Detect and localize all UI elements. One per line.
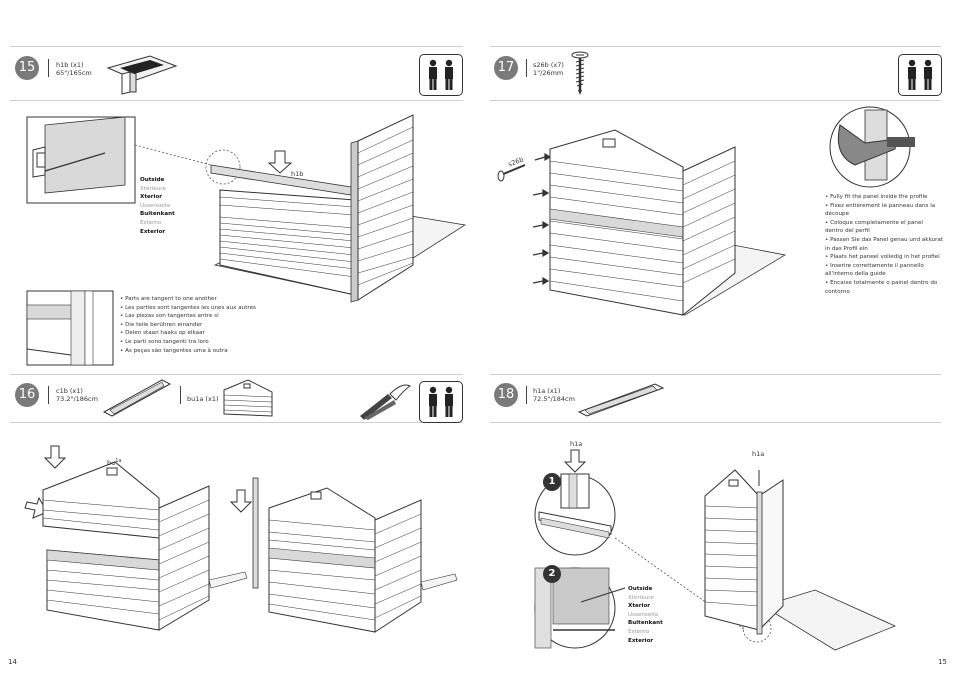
step-17-number: 17 <box>494 56 518 80</box>
step-16-number: 16 <box>15 383 39 407</box>
step-16-illustration <box>24 445 458 633</box>
lang-4: Buitenkant <box>628 620 663 627</box>
fit-note: Fully fit the panel inside the profile <box>825 193 943 202</box>
step-18-illustration <box>534 449 897 651</box>
step-15-divider <box>48 59 49 77</box>
callout-1: 1 <box>543 473 561 491</box>
fit-note: Inserire correttamente il pannello all'i… <box>825 262 943 279</box>
lang-1: Xtérieure <box>628 594 654 601</box>
step-16-divider <box>48 386 49 404</box>
callout-2: 2 <box>543 565 561 583</box>
bu1a-panel-icon <box>223 379 273 417</box>
bu-sup: 1a <box>115 458 122 464</box>
lang-1: Xtérieure <box>140 185 166 192</box>
step-15-part-size: 65"/165cm <box>56 69 92 77</box>
two-person-icon-16 <box>419 381 463 423</box>
step18-rule <box>490 422 941 423</box>
tangent-notes-list: Parts are tangent to one another Les par… <box>120 295 320 355</box>
step-18-h1a-label-a: h1a <box>570 440 583 448</box>
tangent-note: Las piezas son tangentes entre sí <box>120 312 320 321</box>
lang-3: Ussenseite <box>628 611 659 618</box>
mid-rule-right <box>490 374 941 375</box>
step-17-part-size: 1"/26mm <box>533 69 564 77</box>
fit-notes-list: Fully fit the panel inside the profile F… <box>825 193 943 296</box>
mid-rule-left <box>10 374 463 375</box>
step16-rule <box>10 422 463 423</box>
tangent-note: Les parties sont tangentes les unes aux … <box>120 304 320 313</box>
step-16-bu1a-label: bu1a <box>107 458 122 467</box>
lang-0: Outside <box>140 177 165 183</box>
step-18-divider <box>526 386 527 404</box>
tangent-note: Le parti sono tangenti tra loro <box>120 338 320 347</box>
bu-text: bu <box>107 459 116 468</box>
step-15-illustration <box>26 114 467 366</box>
lang-2: Xterior <box>628 603 651 610</box>
step17-rule <box>490 100 941 101</box>
two-person-icon-17 <box>898 54 942 96</box>
pliers-icon <box>360 384 411 420</box>
step-18-number: 18 <box>494 383 518 407</box>
fit-note: Fixez entièrement le panneau dans la déc… <box>825 202 943 219</box>
h1b-profile-icon <box>106 55 178 95</box>
step-17-divider <box>526 59 527 77</box>
step-15-h1b-label: h1b <box>291 170 304 178</box>
fit-note: Passen Sie das Panel genau und akkurat i… <box>825 236 943 253</box>
step-18-part-code: h1a (x1) <box>533 387 561 395</box>
tangent-note: Delen staan haaks op elkaar <box>120 329 320 338</box>
lang-0: Outside <box>628 586 653 592</box>
lang-4: Buitenkant <box>140 211 175 218</box>
lang-2: Xterior <box>140 194 163 201</box>
h1a-profile-icon <box>577 383 665 417</box>
top-rule-right <box>490 46 941 47</box>
top-rule-left <box>10 46 463 47</box>
page-number-left: 14 <box>8 658 17 666</box>
lang-6: Exterior <box>140 228 166 235</box>
step-17-part-code: s26b (x7) <box>533 61 564 69</box>
step-18-part-size: 72.5"/184cm <box>533 395 575 403</box>
step-18-outside-languages: Outside Xtérieure Xterior Ussenseite Bui… <box>628 585 663 645</box>
page-number-right: 15 <box>938 658 947 666</box>
tangent-note: Parts are tangent to one another <box>120 295 320 304</box>
fit-note: Plaats het paneel volledig in het profie… <box>825 253 943 262</box>
tangent-note: As peças são tangentes uma à outra <box>120 347 320 356</box>
fit-note: Encaixe totalmente o painel dentro do co… <box>825 279 943 296</box>
step-17-illustration <box>497 106 915 317</box>
lang-5: Esterno <box>140 219 162 226</box>
step-18-h1a-label-b: h1a <box>752 450 765 458</box>
screw-icon <box>571 51 589 95</box>
two-person-icon-15 <box>419 54 463 96</box>
step15-rule <box>10 100 463 101</box>
lang-6: Exterior <box>628 637 654 644</box>
lang-3: Ussenseite <box>140 202 171 209</box>
step-15-part-code: h1b (x1) <box>56 61 84 69</box>
tangent-note: Die teile berühren einander <box>120 321 320 330</box>
step-16-part-size: 73.2"/186cm <box>56 395 98 403</box>
step-15-outside-languages: Outside Xtérieure Xterior Ussenseite Bui… <box>140 176 175 236</box>
fit-note: Coloque completamente el panel dentro de… <box>825 219 943 236</box>
step-15-number: 15 <box>15 56 39 80</box>
c1b-profile-icon <box>102 379 172 417</box>
step-16-part-code-2: bu1a (x1) <box>187 395 219 403</box>
step-16-divider-2 <box>180 386 181 404</box>
lang-5: Esterno <box>628 628 650 635</box>
step-16-part-code: c1b (x1) <box>56 387 83 395</box>
